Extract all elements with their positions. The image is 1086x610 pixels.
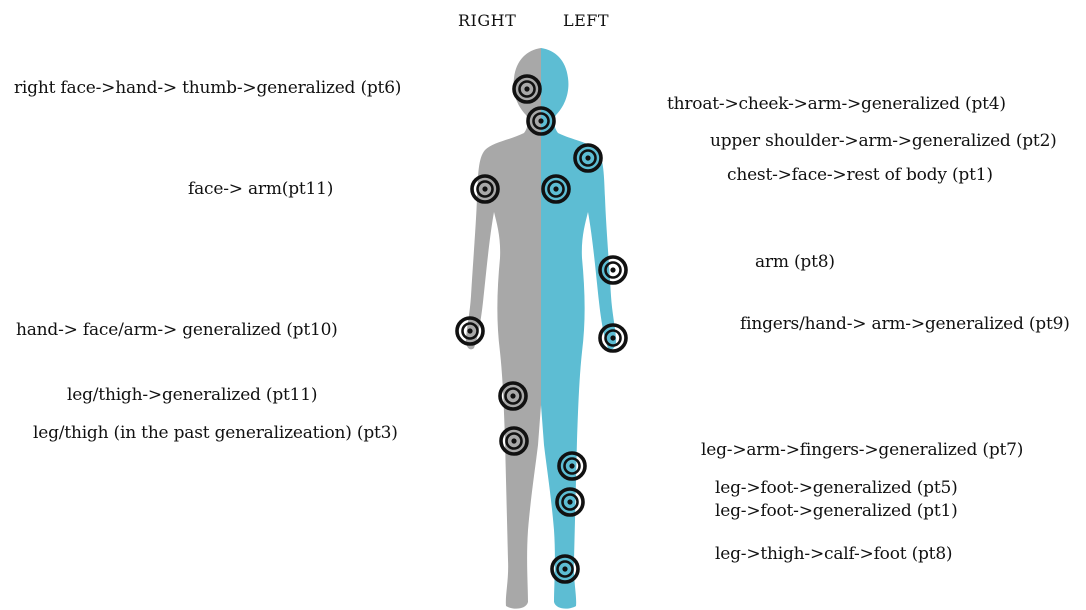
- label-leg-thigh-calf-foot: leg->thigh->calf->foot (pt8): [715, 546, 952, 563]
- label-face-arm: face-> arm(pt11): [188, 181, 333, 198]
- label-upper-shoulder-arm: upper shoulder->arm->generalized (pt2): [710, 133, 1057, 150]
- label-right-face-hand-thumb: right face->hand-> thumb->generalized (p…: [14, 80, 401, 97]
- label-chest-face-rest: chest->face->rest of body (pt1): [727, 167, 993, 184]
- label-leg-arm-fingers: leg->arm->fingers->generalized (pt7): [701, 442, 1023, 459]
- label-leg-foot-pt5: leg->foot->generalized (pt5): [715, 480, 958, 497]
- label-leg-foot-pt1: leg->foot->generalized (pt1): [715, 503, 958, 520]
- header-right: RIGHT: [458, 13, 516, 29]
- label-leg-thigh-past: leg/thigh (in the past generalizeation) …: [33, 425, 398, 442]
- label-hand-face-arm: hand-> face/arm-> generalized (pt10): [16, 322, 338, 339]
- label-fingers-hand-arm: fingers/hand-> arm->generalized (pt9): [740, 316, 1070, 333]
- label-throat-cheek-arm: throat->cheek->arm->generalized (pt4): [667, 96, 1006, 113]
- label-leg-thigh-generalized: leg/thigh->generalized (pt11): [67, 387, 317, 404]
- body-left-half: [466, 48, 616, 609]
- header-left: LEFT: [563, 13, 609, 29]
- label-arm: arm (pt8): [755, 254, 835, 271]
